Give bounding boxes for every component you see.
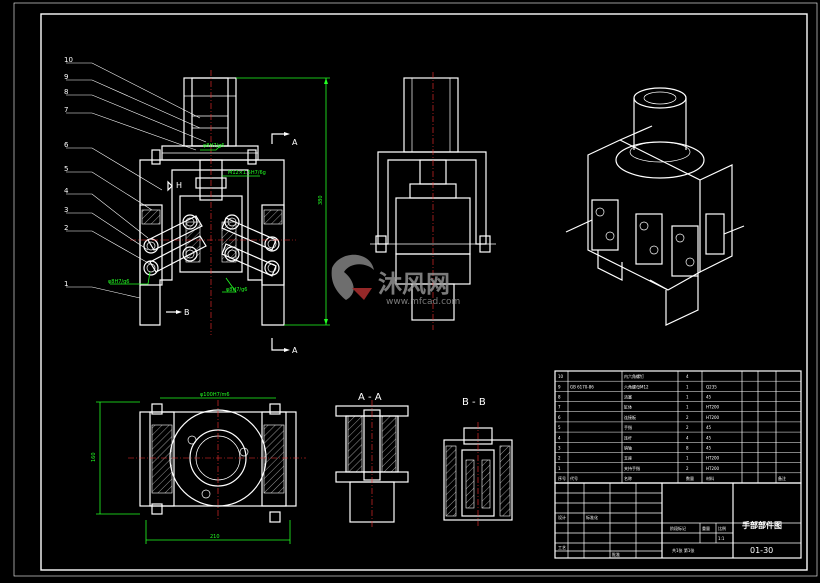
svg-text:工艺: 工艺 (558, 545, 566, 550)
bom-cell-name: 手指 (624, 424, 632, 430)
pin-dimension: φ8H7/g6 (203, 143, 224, 149)
top-view: φ100H7/m6 160 210 (91, 392, 306, 544)
bom-cell-name: 缸体 (624, 404, 632, 410)
outer-frame (13, 2, 818, 577)
bom-cell-name: 连杆 (624, 434, 632, 440)
svg-text:www.mfcad.com: www.mfcad.com (386, 297, 460, 307)
bom-cell-material: HT200 (706, 405, 720, 410)
height-dimension: 380 (318, 195, 324, 205)
bom-cell-no: 7 (558, 405, 561, 410)
bom-cell-qty: 1 (686, 395, 689, 400)
bom-cell-no: 1 (558, 466, 561, 471)
bom-cell-material: 材料 (706, 475, 714, 481)
section-b-b-title: B - B (462, 397, 486, 408)
drawing-title: 手部部件图 (742, 520, 782, 530)
front-view: 380 φ8H7/g6 M12×1.5H7/6g φ8H7/g6 φ8H7/g6… (108, 70, 330, 355)
bom-cell-qty: 4 (686, 374, 689, 379)
svg-text:比例: 比例 (718, 525, 726, 531)
bom-cell-no: 8 (558, 395, 561, 400)
balloon-numbers: 10 9 8 7 6 5 4 3 2 1 (64, 56, 73, 288)
thread-dimension: M12×1.5H7/6g (228, 170, 266, 176)
svg-text:4: 4 (64, 187, 69, 195)
bom-cell-name: 夹持手指 (624, 465, 640, 471)
drawing-number: 01-30 (750, 546, 773, 555)
bom-cell-qty: 4 (686, 435, 689, 440)
bom-cell-qty: 8 (686, 445, 689, 450)
part-balloons (66, 62, 207, 299)
svg-text:共1张 第1张: 共1张 第1张 (672, 547, 694, 553)
bom-cell-qty: 2 (686, 415, 689, 420)
svg-text:8: 8 (64, 88, 68, 96)
svg-text:7: 7 (64, 106, 68, 114)
bom-cell-no: 3 (558, 445, 561, 450)
section-a-a: A - A (335, 392, 409, 528)
svg-text:3: 3 (64, 206, 68, 214)
isometric-view (565, 87, 745, 326)
bom-cell-material: 45 (706, 395, 712, 400)
svg-text:1:1: 1:1 (718, 536, 725, 541)
section-a-a-title: A - A (358, 392, 382, 403)
bom-cell-qty: 2 (686, 425, 689, 430)
svg-text:阶段标记: 阶段标记 (670, 525, 686, 531)
bom-cell-material: 45 (706, 445, 712, 450)
bom-cell-name: 名称 (624, 475, 632, 481)
svg-text:设计: 设计 (558, 514, 566, 520)
bom-cell-name: 销轴 (624, 444, 632, 450)
bom-cell-note: 备注 (778, 475, 786, 481)
bom-cell-material: HT200 (706, 456, 720, 461)
bom-cell-name: 活塞 (624, 394, 632, 400)
bom-cell-qty: 1 (686, 384, 689, 389)
fit-label-right: φ8H7/g6 (226, 287, 247, 293)
side-view (370, 72, 496, 330)
bom-cell-no: 4 (558, 435, 561, 440)
top-depth-dimension: 160 (91, 452, 97, 462)
bom-cell-no: 9 (558, 384, 561, 389)
bom-cell-material: 45 (706, 425, 712, 430)
section-mark-b: B (184, 308, 190, 317)
svg-text:2: 2 (64, 224, 68, 232)
bom-cell-no: 5 (558, 425, 561, 430)
top-width-dimension: φ100H7/m6 (200, 392, 230, 398)
overall-width-dimension: 210 (210, 534, 220, 540)
bom-cell-name: 六角螺母M12 (624, 383, 649, 389)
svg-text:10: 10 (64, 56, 73, 64)
bom-cell-no: 10 (558, 374, 564, 379)
bom-cell-no: 6 (558, 415, 561, 420)
section-mark-a-bottom: A (292, 346, 298, 355)
bom-cell-name: 内六角螺钉 (624, 373, 644, 379)
bom-cell-name: 支座 (624, 455, 632, 461)
watermark-logo: 沐风网 www.mfcad.com (331, 254, 460, 307)
section-b-b: B - B (443, 397, 513, 526)
section-mark-a-top: A (292, 138, 298, 147)
svg-text:9: 9 (64, 73, 68, 81)
bom-cell-code: 代号 (570, 475, 578, 481)
svg-text:1: 1 (64, 280, 68, 288)
bom-cell-name: 连接板 (624, 414, 636, 420)
title-block: 手部部件图 01-30 阶段标记 重量 比例 1:1 共1张 第1张 设计 标准… (554, 482, 802, 559)
bom-cell-no: 2 (558, 456, 561, 461)
view-marker-h: H (176, 181, 182, 190)
bom-cell-material: HT200 (706, 466, 720, 471)
bom-cell-qty: 2 (686, 466, 689, 471)
svg-text:沐风网: 沐风网 (378, 270, 450, 298)
svg-text:5: 5 (64, 165, 68, 173)
bom-cell-qty: 数量 (686, 475, 694, 481)
bom-cell-material: Q235 (706, 384, 717, 389)
drawing-border (40, 13, 808, 571)
svg-text:批准: 批准 (612, 551, 620, 557)
svg-text:标准化: 标准化 (586, 514, 598, 520)
svg-text:重量: 重量 (702, 525, 710, 531)
fit-label-left: φ8H7/g6 (108, 279, 129, 285)
svg-text:6: 6 (64, 141, 69, 149)
bom-cell-qty: 1 (686, 405, 689, 410)
bom-cell-qty: 1 (686, 456, 689, 461)
bom-cell-no: 序号 (558, 475, 566, 481)
bom-cell-material: 45 (706, 435, 712, 440)
bom-cell-material: HT200 (706, 415, 720, 420)
bom-cell-code: GB 6170-86 (570, 384, 594, 389)
